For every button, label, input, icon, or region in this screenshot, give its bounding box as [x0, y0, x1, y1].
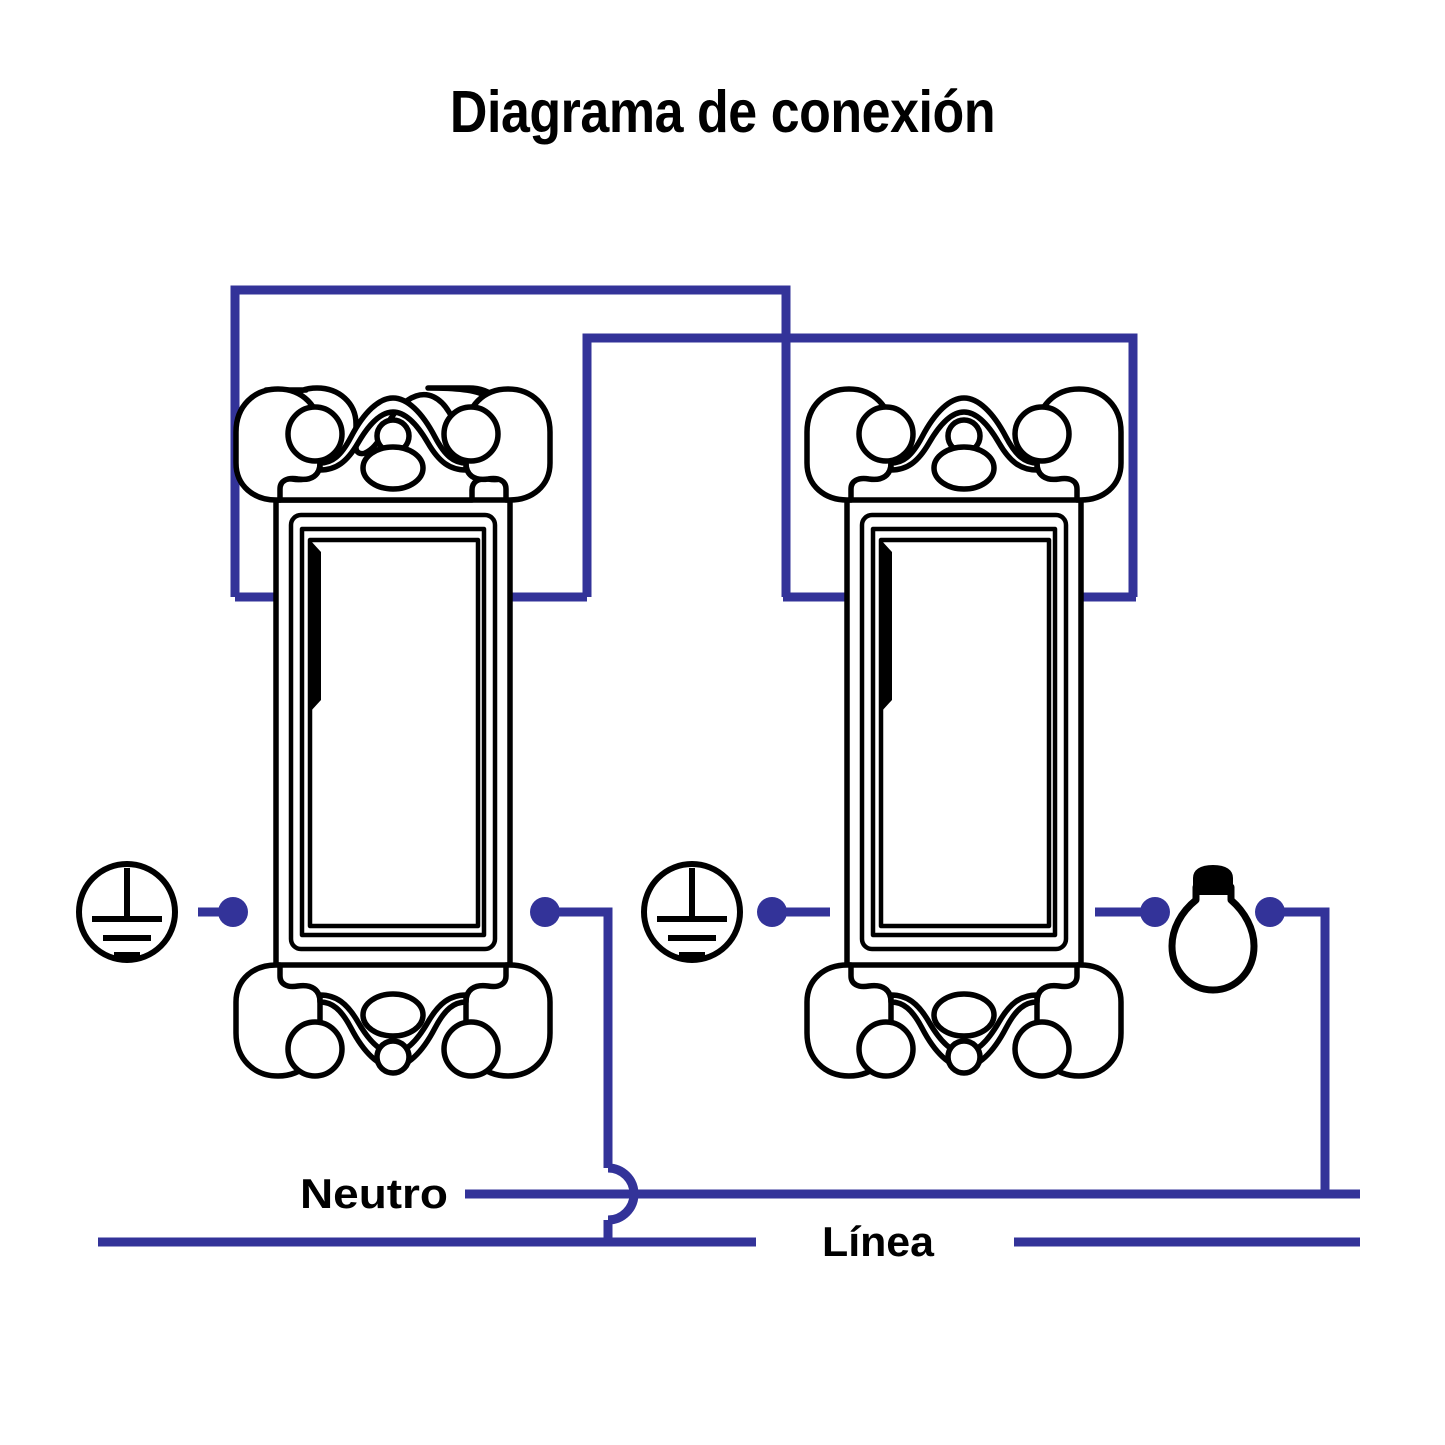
switch-left-screw-top-left	[285, 404, 345, 464]
switch-left[interactable]	[233, 385, 553, 1079]
switch-left-screw-top-right	[441, 404, 501, 464]
switch-left-screw-bottom-right	[441, 1019, 501, 1079]
terminal-dot-load-right	[1140, 897, 1170, 927]
switch-left-indicator-hole-bottom	[374, 1038, 412, 1076]
switch-right-screw-top-left	[856, 404, 916, 464]
terminal-dot-load-left	[530, 897, 560, 927]
switch-left-center-hump	[317, 395, 469, 473]
switch-left-paddle-face	[307, 537, 481, 929]
terminal-dot-lamp-return	[1255, 897, 1285, 927]
switch-right-center-hump	[888, 395, 1040, 473]
line-label: Línea	[822, 1218, 935, 1265]
switch-right-screw-bottom-right	[1012, 1019, 1072, 1079]
switch-right-slot-bottom	[931, 991, 997, 1039]
bus-lines	[98, 1189, 1360, 1247]
switch-right-paddle-face	[878, 537, 1052, 929]
neutral-label: Neutro	[300, 1170, 448, 1217]
lamp-cap-base	[1193, 883, 1233, 895]
switch-right-paddle-bevel	[881, 540, 892, 712]
switch-right-screw-top-right	[1012, 404, 1072, 464]
lamp-bulb-glass	[1168, 883, 1258, 994]
ground-symbol-right	[641, 861, 743, 963]
terminal-dot-ground-right	[757, 897, 787, 927]
traveler-wire-b	[582, 333, 1138, 597]
switch-left-slot-top	[360, 444, 426, 492]
lamp-symbol	[1168, 864, 1258, 994]
switch-left-center-hump-bottom	[317, 992, 469, 1070]
page-title: Diagrama de conexión	[449, 79, 996, 145]
switch-left-slot-bottom	[360, 991, 426, 1039]
terminal-dots	[218, 897, 1285, 927]
switch-left-paddle-bevel	[310, 540, 321, 712]
terminal-dot-ground-left	[218, 897, 248, 927]
switch-right-center-hump-bottom	[888, 992, 1040, 1070]
lamp-cap	[1193, 864, 1233, 889]
ground-symbol-left	[76, 861, 178, 963]
switch-right-screw-bottom-left	[856, 1019, 916, 1079]
switch-right-indicator-hole-bottom	[945, 1038, 983, 1076]
switch-right-slot-top	[931, 444, 997, 492]
lamp-return-wire	[1272, 907, 1330, 1194]
switch-left-screw-bottom-left	[285, 1019, 345, 1079]
switch-right[interactable]	[804, 386, 1124, 1079]
